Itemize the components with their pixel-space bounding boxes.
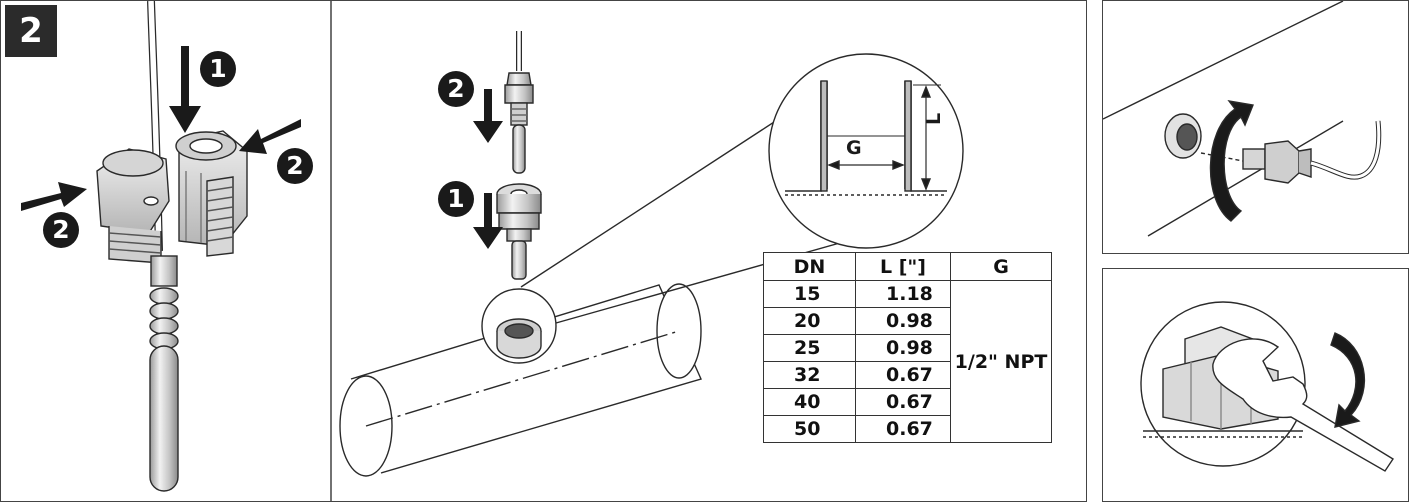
tighten-panel <box>1102 268 1409 502</box>
col-header-dn: DN <box>763 252 856 281</box>
callout-2-left: 2 <box>43 212 79 248</box>
table-row: 40 0.67 <box>763 388 1052 416</box>
col-header-l: L ["] <box>855 252 951 281</box>
cell-dn: 25 <box>763 334 856 362</box>
cell-l: 0.67 <box>855 361 951 389</box>
cell-g-merged: 1/2" NPT <box>950 280 1052 443</box>
table-header-row: DN L ["] G <box>763 252 1052 281</box>
table-row: 15 1.18 1/2" NPT <box>763 280 1052 443</box>
callout-1-fitting: 1 <box>438 181 474 217</box>
cell-l: 0.98 <box>855 334 951 362</box>
dim-label-g: G <box>846 137 862 159</box>
cell-l: 0.67 <box>855 388 951 416</box>
callout-1-top: 1 <box>200 51 236 87</box>
callout-2-right: 2 <box>277 148 313 184</box>
main-illustration <box>21 1 964 501</box>
cell-dn: 15 <box>763 280 856 308</box>
cell-dn: 20 <box>763 307 856 335</box>
screw-in-illustration <box>1103 1 1382 237</box>
step-number-badge: 2 <box>5 5 57 57</box>
cell-dn: 50 <box>763 415 856 443</box>
tighten-illustration <box>1140 301 1394 472</box>
pipe-installation <box>339 31 964 477</box>
dim-label-l: L <box>923 112 945 125</box>
callout-2-probe: 2 <box>438 71 474 107</box>
cell-l: 1.18 <box>855 280 951 308</box>
table-row: 50 0.67 <box>763 415 1052 443</box>
insert-arrow-icons <box>473 89 503 249</box>
table-row: 25 0.98 <box>763 334 1052 362</box>
table-row: 20 0.98 <box>763 307 1052 335</box>
cell-dn: 32 <box>763 361 856 389</box>
table-row: 32 0.67 <box>763 361 1052 389</box>
cell-l: 0.67 <box>855 415 951 443</box>
col-header-g: G <box>950 252 1052 281</box>
press-arrow-icons <box>21 46 301 211</box>
screw-in-panel <box>1102 0 1409 254</box>
probe-with-split-nut <box>96 1 248 492</box>
cell-l: 0.98 <box>855 307 951 335</box>
main-illustration-panel: 2 1 2 2 2 1 G L DN L ["] G 15 1.18 1/2" … <box>0 0 1087 502</box>
cell-dn: 40 <box>763 388 856 416</box>
dimension-table: DN L ["] G 15 1.18 1/2" NPT 20 0.98 25 0… <box>763 252 1052 443</box>
